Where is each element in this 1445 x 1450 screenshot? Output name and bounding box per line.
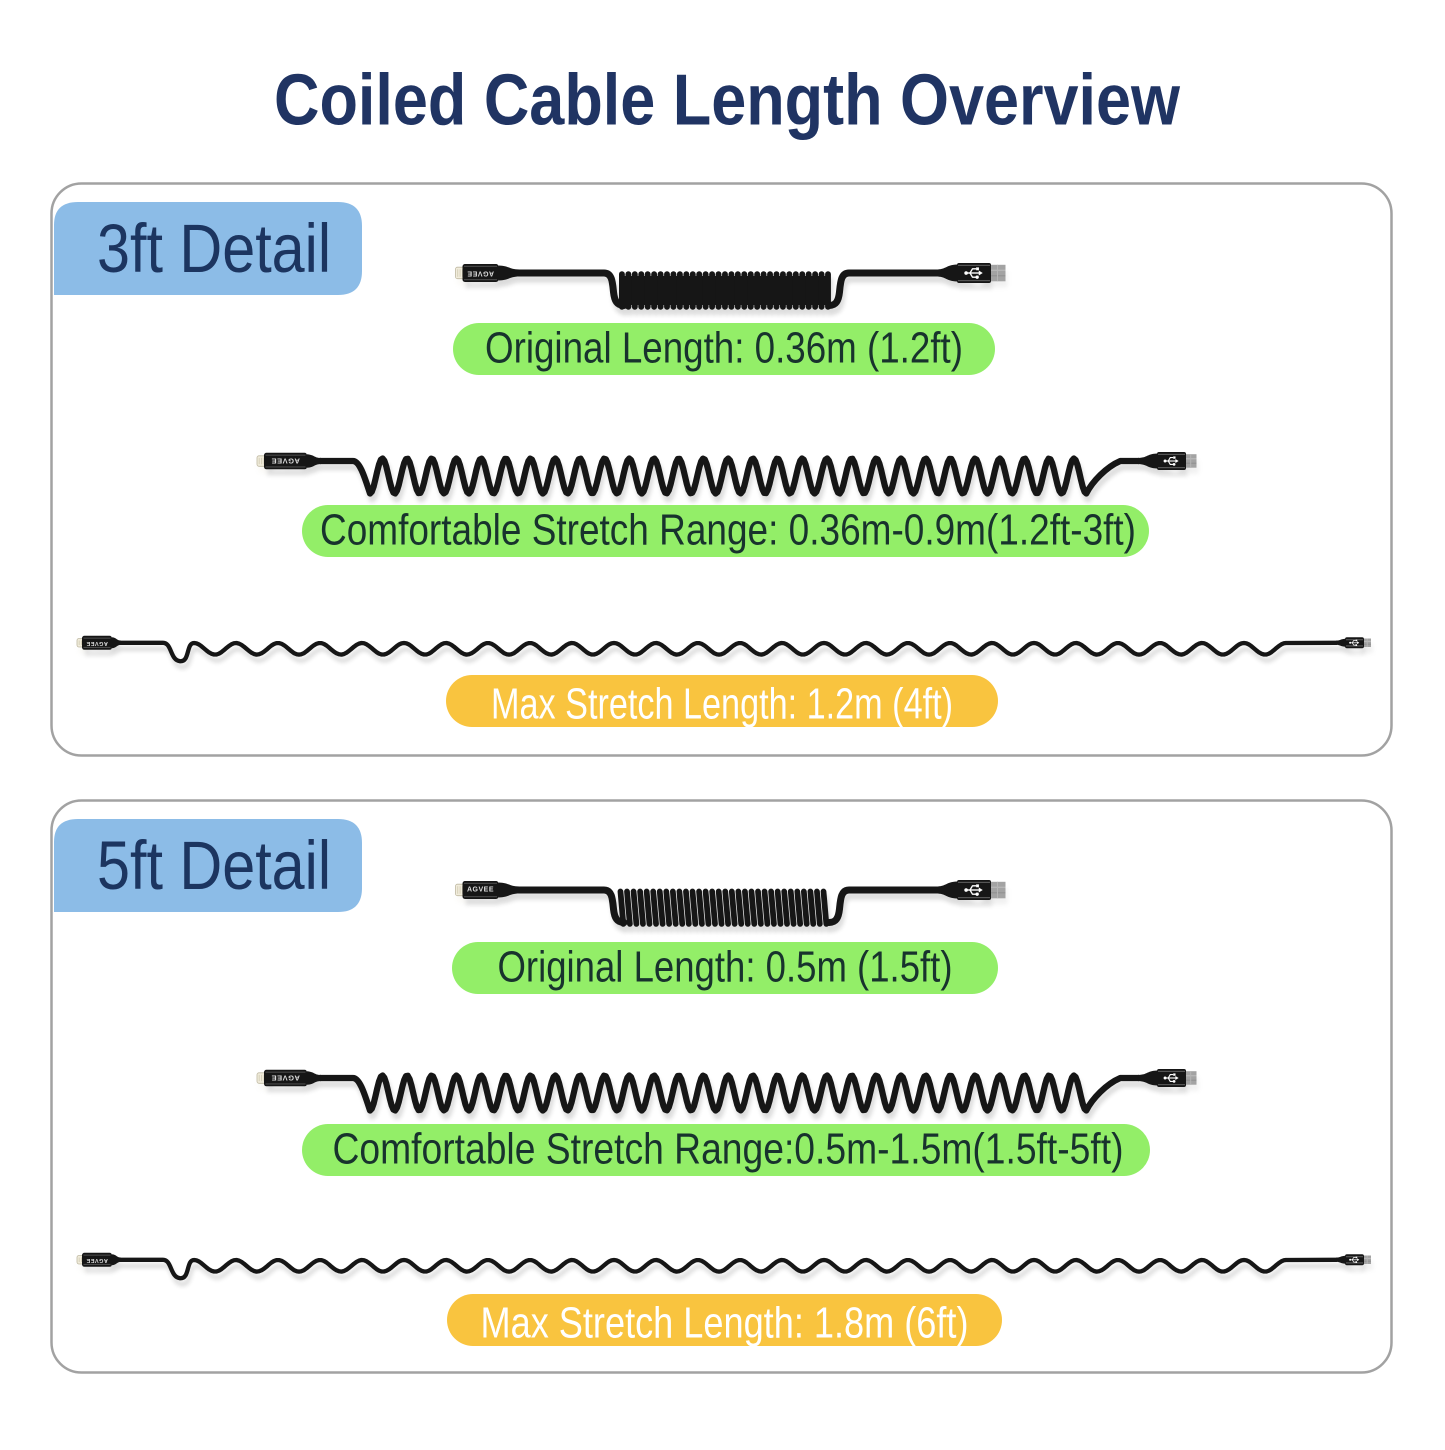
svg-text:Max Stretch Length: 1.2m (4ft): Max Stretch Length: 1.2m (4ft) [491,680,953,729]
svg-text:Original Length: 0.36m (1.2ft): Original Length: 0.36m (1.2ft) [485,324,963,373]
svg-text:Original Length: 0.5m (1.5ft): Original Length: 0.5m (1.5ft) [498,943,953,992]
svg-text:Coiled Cable Length Overview: Coiled Cable Length Overview [274,61,1181,141]
svg-text:Comfortable Stretch Range: 0.3: Comfortable Stretch Range: 0.36m-0.9m(1.… [320,506,1136,555]
svg-text:Max Stretch Length: 1.8m (6ft): Max Stretch Length: 1.8m (6ft) [481,1299,969,1348]
svg-text:5ft Detail: 5ft Detail [97,827,331,904]
svg-text:Comfortable Stretch Range:0.5m: Comfortable Stretch Range:0.5m-1.5m(1.5f… [333,1125,1124,1174]
svg-text:3ft Detail: 3ft Detail [97,210,331,287]
